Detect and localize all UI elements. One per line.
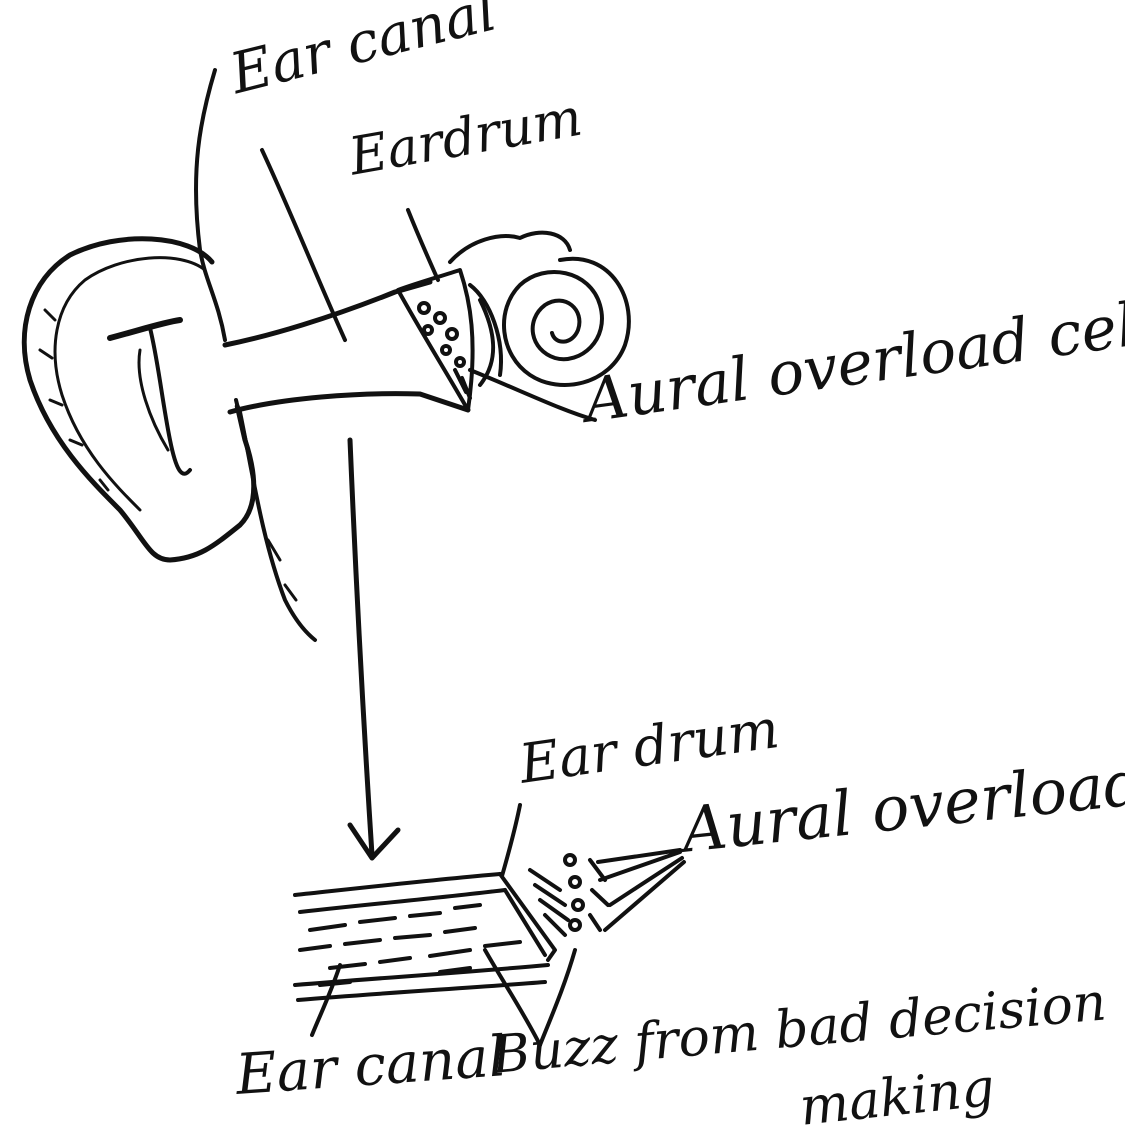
cochlea-spiral (450, 233, 629, 385)
leader-lines-bottom (312, 805, 684, 1045)
zoom-arrow (350, 440, 398, 858)
cross-section (295, 855, 608, 1000)
outer-ear-pinna (24, 239, 253, 560)
middle-ear (398, 270, 473, 410)
ear-canal-tube (225, 282, 468, 425)
head-outline (196, 70, 315, 640)
